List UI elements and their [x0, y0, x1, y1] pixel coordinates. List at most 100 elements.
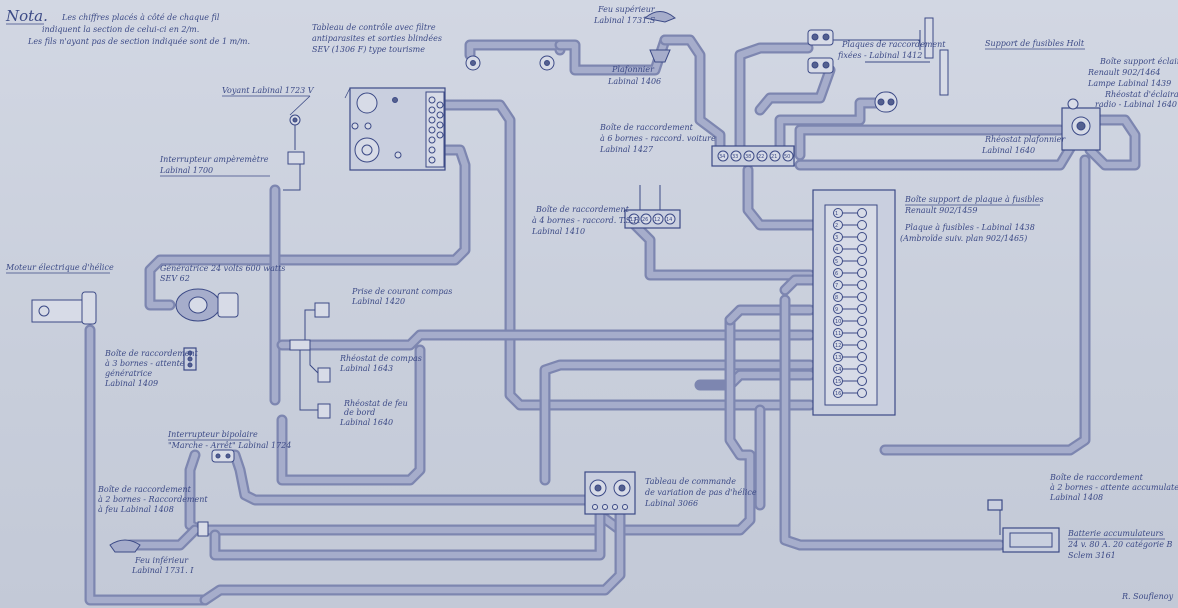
label-boite-2acc-2: à 2 bornes - attente accumulateurs [1050, 483, 1178, 492]
junction-box-4: 13 26 12 14 [624, 209, 681, 229]
fuse-number: 15 [835, 379, 841, 385]
label-tableau-controle-1: Tableau de contrôle avec filtre [312, 23, 436, 32]
fuse-terminal-right [857, 244, 867, 254]
label-generatrice-2: SEV 62 [160, 274, 190, 283]
svg-text:33: 33 [732, 154, 738, 160]
label-boite-plaque-2: Renault 902/1459 [904, 206, 977, 215]
indicator-switch [287, 114, 305, 165]
junction-box-3 [183, 347, 197, 371]
fuse-terminal-right [857, 388, 867, 398]
nota-line-3: Les fils n'ayant pas de section indiquée… [27, 37, 250, 46]
svg-text:38: 38 [745, 154, 751, 160]
fuse-number: 2 [835, 223, 838, 229]
fuse-terminal-right [857, 304, 867, 314]
label-interrupteur-amp-1: Interrupteur ampèremètre [159, 155, 269, 164]
cable-harness [84, 34, 1141, 606]
label-tableau-controle-3: SEV (1306 F) type tourisme [312, 45, 425, 54]
label-prise-1: Prise de courant compas [351, 287, 452, 296]
label-boite-plaque-1: Boîte support de plaque à fusibles [904, 195, 1044, 204]
fuse-terminal-right [857, 268, 867, 278]
nota-title: Nota. [5, 7, 48, 25]
fuse-number: 11 [835, 331, 841, 337]
label-support-fusibles: Support de fusibles Holt [985, 39, 1085, 48]
fuse-number: 8 [835, 295, 838, 301]
label-prise-2: Labinal 1420 [351, 297, 405, 306]
svg-text:26: 26 [642, 217, 648, 223]
compass-socket [289, 302, 331, 419]
label-feu-superieur-1: Feu supérieur [597, 5, 656, 14]
fuse-terminal-right [857, 352, 867, 362]
label-boite-2feu-2: à 2 bornes - Raccordement [98, 495, 208, 504]
label-plaque-fusibles-2: (Ambroïde suiv. plan 902/1465) [900, 234, 1027, 243]
signature: R. Souflenoy [1121, 592, 1174, 601]
label-interrupteur-amp-2: Labinal 1700 [159, 166, 213, 175]
lamp-fixtures [465, 11, 676, 71]
fuse-terminal-right [857, 220, 867, 230]
label-plafonnier-2: Labinal 1406 [607, 77, 661, 86]
svg-text:21: 21 [771, 154, 777, 160]
fuse-number: 4 [835, 247, 838, 253]
fuse-terminal-right [857, 340, 867, 350]
label-boite-2acc-1: Boîte de raccordement [1049, 473, 1144, 482]
fuse-number: 3 [835, 235, 838, 241]
label-plaques-2: fixées - Labinal 1412 [837, 51, 922, 60]
fuse-number: 10 [835, 319, 841, 325]
fuse-terminal-right [857, 256, 867, 266]
fuse-terminal-right [857, 376, 867, 386]
label-tableau-commande-3: Labinal 3066 [644, 499, 698, 508]
svg-text:12: 12 [654, 217, 660, 223]
generator [175, 288, 239, 322]
fuse-number: 12 [835, 343, 841, 349]
label-underlines [6, 23, 1165, 540]
pitch-control-panel [584, 471, 636, 515]
svg-text:50: 50 [784, 154, 790, 160]
label-interrupteur-bip-1: Interrupteur bipolaire [167, 430, 258, 439]
propeller-motor [31, 291, 97, 325]
label-batterie-1: Batterie accumulateurs [1067, 529, 1163, 538]
label-rheostat-bord-2: de bord [344, 408, 375, 417]
label-boite-3-4: Labinal 1409 [104, 379, 158, 388]
label-generatrice-1: Génératrice 24 volts 600 watts [160, 264, 285, 273]
connection-plates [807, 17, 949, 113]
label-rheostat-plafonnier-2: Labinal 1640 [981, 146, 1035, 155]
fuse-number: 13 [835, 355, 841, 361]
label-rheostat-eclairage-1: Rhéostat d'éclairage [1104, 90, 1178, 99]
fuse-number: 16 [835, 391, 841, 397]
label-boite-eclairage-1: Boîte support éclairage [1099, 57, 1178, 66]
label-feu-inferieur-1: Feu inférieur [134, 556, 189, 565]
fuse-terminal-right [857, 328, 867, 338]
label-boite-eclairage-2: Renault 902/1464 [1087, 68, 1160, 77]
label-boite-4-3: Labinal 1410 [531, 227, 585, 236]
label-boite-eclairage-3: Lampe Labinal 1439 [1087, 79, 1171, 88]
svg-text:22: 22 [758, 154, 764, 160]
lighting-box [1061, 98, 1101, 151]
fuse-number: 14 [835, 367, 841, 373]
fuse-number: 1 [835, 211, 838, 217]
svg-text:14: 14 [666, 217, 672, 223]
label-boite-2feu-1: Boîte de raccordement [97, 485, 192, 494]
fuse-terminal-right [857, 316, 867, 326]
nota-line-2: indiquent la section de celui-ci en 2/m. [42, 25, 199, 34]
label-boite-4-2: à 4 bornes - raccord. T.S.F. [532, 216, 640, 225]
svg-text:34: 34 [719, 154, 725, 160]
label-boite-2feu-3: à feu Labinal 1408 [98, 505, 174, 514]
label-boite-4-1: Boîte de raccordement [535, 205, 630, 214]
label-rheostat-eclairage-2: radio - Labinal 1640 [1095, 100, 1177, 109]
label-feu-superieur-2: Labinal 1731.S [593, 16, 656, 25]
fuse-number: 6 [835, 271, 838, 277]
label-boite-3-2: à 3 bornes - attente [105, 359, 185, 368]
fuse-terminal-right [857, 292, 867, 302]
fuse-terminal-right [857, 232, 867, 242]
label-rheostat-bord-1: Rhéostat de feu [343, 399, 408, 408]
junction-box-6: 34 33 38 22 21 50 [711, 145, 795, 167]
control-panel [349, 87, 446, 171]
label-boite-3-1: Boîte de raccordement [104, 349, 199, 358]
label-boite-6-2: à 6 bornes - raccord. voiture [600, 134, 716, 143]
label-interrupteur-bip-2: "Marche - Arrêt" Labinal 1724 [168, 441, 291, 450]
svg-text:13: 13 [630, 217, 636, 223]
fuse-number: 7 [835, 283, 838, 289]
label-plafonnier-1: Plafonnier [611, 65, 655, 74]
label-rheostat-plafonnier-1: Rhéostat plafonnier [984, 135, 1066, 144]
